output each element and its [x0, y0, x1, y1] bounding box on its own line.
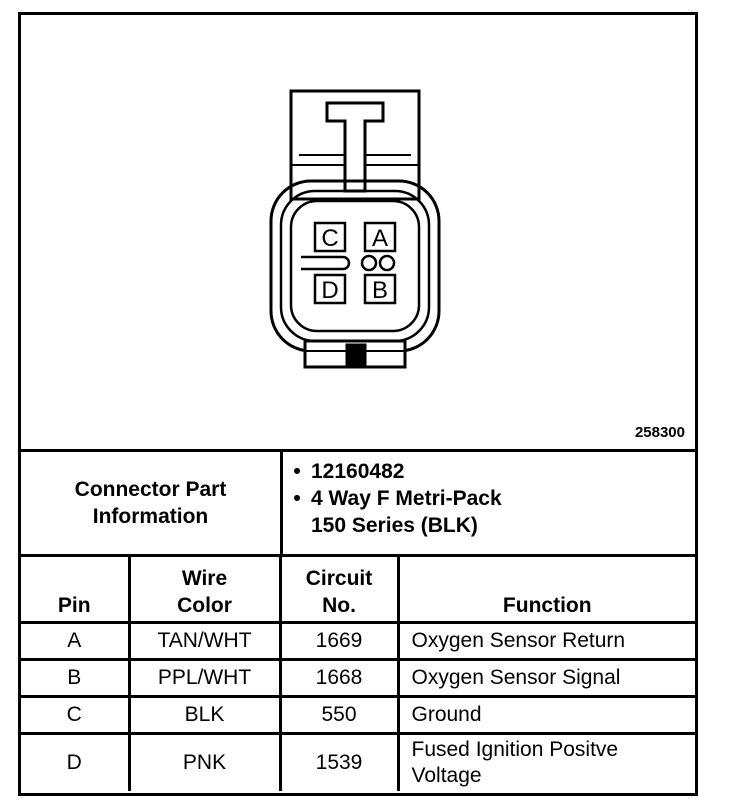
- header-wire-color-line1: Wire: [181, 567, 228, 590]
- cell-wire-color: TAN/WHT: [127, 621, 282, 661]
- cell-function: Oxygen Sensor Return: [396, 621, 695, 661]
- connector-part-details: • 12160482 • 4 Way F Metri-Pack 150 Seri…: [283, 458, 502, 539]
- pin-label-c: C: [321, 225, 338, 252]
- header-wire-color: Wire Color: [127, 554, 282, 624]
- header-function: Function: [396, 554, 695, 624]
- part-number: 12160482: [311, 460, 405, 483]
- cell-pin: D: [21, 732, 131, 791]
- description-line1: 4 Way F Metri-Pack: [311, 487, 502, 510]
- cell-function: Oxygen Sensor Signal: [396, 658, 695, 698]
- info-label-line2: Information: [92, 505, 209, 528]
- cell-circuit: 1539: [278, 732, 400, 791]
- pin-label-d: D: [321, 277, 338, 304]
- pin-cavity-b: [363, 273, 397, 305]
- connector-body-outer: [269, 179, 441, 353]
- connector-diagram: C A D B 258300: [21, 15, 695, 452]
- connector-part-info-label: Connector Part Information: [21, 452, 283, 554]
- cell-circuit: 1668: [278, 658, 400, 698]
- table-row: D PNK 1539 Fused Ignition Positve Voltag…: [21, 732, 695, 791]
- connector-face-drawing: C A D B: [269, 89, 441, 369]
- pin-cavity-d: [313, 273, 347, 305]
- latch-tab: [325, 101, 385, 193]
- connector-part-info: Connector Part Information • 12160482 • …: [21, 452, 695, 557]
- bullet: •: [293, 487, 301, 510]
- table-row: B PPL/WHT 1668 Oxygen Sensor Signal: [21, 658, 695, 698]
- cell-wire-color: PNK: [127, 732, 282, 791]
- pinout-header-row: Pin Wire Color Circuit No. Function: [21, 554, 695, 624]
- header-wire-color-line2: Color: [177, 594, 232, 617]
- cell-circuit: 550: [278, 695, 400, 735]
- pin-cavity-c: [313, 221, 347, 253]
- header-pin: Pin: [21, 554, 131, 624]
- pin-cavity-a: [363, 221, 397, 253]
- part-number-item: • 12160482: [283, 458, 502, 485]
- header-circuit-line2: No.: [322, 594, 356, 617]
- pinout-table: Pin Wire Color Circuit No. Function A TA…: [21, 554, 695, 791]
- pin-label-b: B: [372, 277, 388, 304]
- cell-wire-color: BLK: [127, 695, 282, 735]
- connector-figure-frame: C A D B 258300 Connector Part Informatio…: [18, 12, 698, 796]
- table-row: C BLK 550 Ground: [21, 695, 695, 735]
- cell-pin: B: [21, 658, 131, 698]
- bullet: •: [293, 460, 301, 483]
- cell-pin: A: [21, 621, 131, 661]
- cell-circuit: 1669: [278, 621, 400, 661]
- cell-function: Fused Ignition Positve Voltage: [396, 732, 695, 791]
- description-line2: 150 Series (BLK): [311, 514, 478, 537]
- header-circuit: Circuit No.: [278, 554, 400, 624]
- table-row: A TAN/WHT 1669 Oxygen Sensor Return: [21, 621, 695, 661]
- cell-function-line1: Fused Ignition Positve: [411, 738, 619, 761]
- pin-label-a: A: [372, 225, 388, 252]
- latch-housing: [289, 89, 421, 201]
- cell-function-line2: Voltage: [411, 764, 482, 787]
- header-circuit-line1: Circuit: [305, 567, 373, 590]
- info-label-line1: Connector Part: [74, 478, 227, 501]
- cell-function: Ground: [396, 695, 695, 735]
- description-item: • 4 Way F Metri-Pack: [283, 485, 502, 512]
- cell-pin: C: [21, 695, 131, 735]
- figure-id: 258300: [634, 424, 685, 441]
- cell-wire-color: PPL/WHT: [127, 658, 282, 698]
